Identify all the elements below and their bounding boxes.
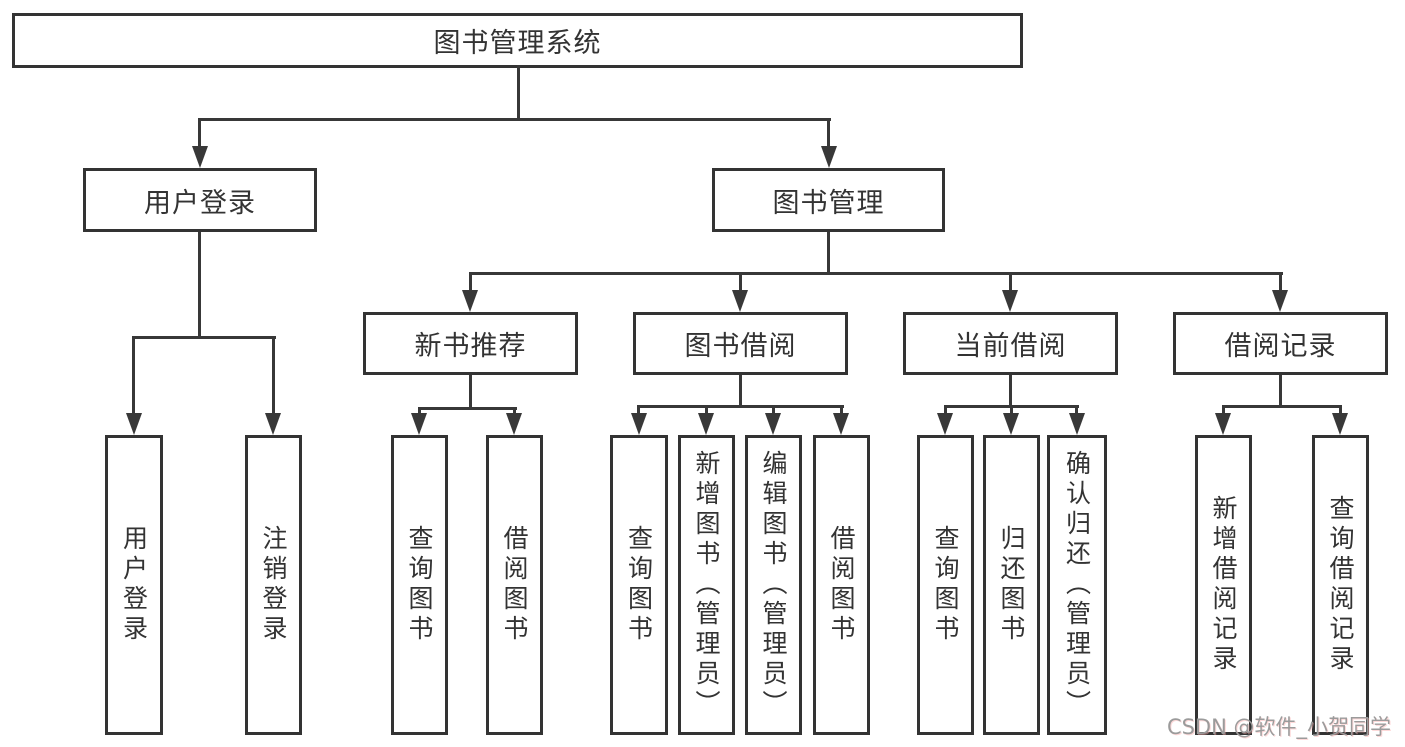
connector-root-stem [517,65,520,121]
node-root: 图书管理系统 [12,13,1023,68]
arrowhead-icon [506,413,522,435]
arrowhead-icon [265,413,281,435]
node-section-current-borrow-label: 当前借阅 [954,331,1067,362]
arrowhead-icon [937,413,953,435]
node-leaf-query-borrow-record: 查询借阅记录 [1312,435,1369,735]
node-leaf-edit-book-admin: 编辑图书（管理员） [745,435,802,735]
node-branch-user-login-label: 用户登录 [144,187,256,219]
connector-userlogin-drop-1 [132,336,135,420]
node-leaf-add-book-admin-label: 新增图书（管理员） [692,450,721,720]
node-leaf-add-borrow-record: 新增借阅记录 [1195,435,1252,735]
connector-userlogin-bar [132,336,276,339]
connector-recommend-stem [469,375,472,410]
arrowhead-icon [698,413,714,435]
node-leaf-query-books-recommend: 查询图书 [391,435,448,735]
connector-bookmgmt-stem [827,232,830,275]
node-section-book-borrow-label: 图书借阅 [684,331,797,362]
arrowhead-icon [732,290,748,312]
node-section-new-book-recommend: 新书推荐 [363,312,578,375]
connector-current-drop-1 [944,405,947,420]
node-branch-user-login: 用户登录 [83,168,317,232]
node-leaf-query-books-borrow-label: 查询图书 [624,525,654,645]
connector-root-drop-left [198,118,201,152]
connector-records-drop-2 [1339,405,1342,420]
connector-bookmgmt-drop-4 [1279,272,1282,295]
node-leaf-borrow-books-label: 借阅图书 [827,525,856,645]
node-leaf-logout: 注销登录 [245,435,302,735]
node-leaf-borrow-books-recommend: 借阅图书 [486,435,543,735]
connector-borrow-stem [739,375,742,408]
node-leaf-confirm-return-admin-label: 确认归还（管理员） [1062,450,1092,720]
arrowhead-icon [411,413,427,435]
node-leaf-logout-label: 注销登录 [259,525,288,645]
arrowhead-icon [1332,413,1348,435]
connector-bookmgmt-drop-3 [1009,272,1012,295]
node-leaf-query-books-borrow: 查询图书 [610,435,668,735]
node-leaf-query-books-current: 查询图书 [917,435,974,735]
node-leaf-user-login-label: 用户登录 [119,525,149,645]
connector-borrow-bar [637,405,844,408]
connector-borrow-drop-3 [772,405,775,420]
arrowhead-icon [833,413,849,435]
node-section-new-book-recommend-label: 新书推荐 [414,331,527,362]
arrowhead-icon [1272,290,1288,312]
connector-borrow-drop-4 [840,405,843,420]
node-leaf-return-book: 归还图书 [983,435,1040,735]
node-leaf-return-book-label: 归还图书 [997,525,1026,645]
arrowhead-icon [765,413,781,435]
node-leaf-query-books-current-label: 查询图书 [931,525,960,645]
node-leaf-query-borrow-record-label: 查询借阅记录 [1326,495,1355,675]
connector-bookmgmt-bar [469,272,1283,275]
node-leaf-edit-book-admin-label: 编辑图书（管理员） [759,450,788,720]
node-branch-book-management: 图书管理 [712,168,945,232]
connector-current-drop-2 [1010,405,1013,420]
connector-records-drop-1 [1222,405,1225,420]
connector-borrow-drop-1 [637,405,640,420]
node-leaf-query-books-recommend-label: 查询图书 [405,525,434,645]
connector-records-bar [1222,405,1342,408]
arrowhead-icon [192,146,208,168]
connector-userlogin-stem [198,232,201,339]
connector-current-stem [1009,375,1012,408]
arrowhead-icon [1002,290,1018,312]
arrowhead-icon [1215,413,1231,435]
node-leaf-user-login: 用户登录 [105,435,163,735]
arrowhead-icon [821,146,837,168]
connector-recommend-bar [418,407,517,410]
node-branch-book-management-label: 图书管理 [772,187,885,219]
arrowhead-icon [1069,413,1085,435]
connector-userlogin-drop-2 [272,336,275,420]
node-section-book-borrow: 图书借阅 [633,312,848,375]
connector-records-stem [1279,375,1282,408]
node-leaf-borrow-books-recommend-label: 借阅图书 [500,525,529,645]
node-root-label: 图书管理系统 [433,28,602,59]
csdn-watermark: CSDN @软件_小贺同学 [1166,715,1391,739]
connector-root-bar [199,118,831,121]
node-section-borrow-records: 借阅记录 [1173,312,1388,375]
node-leaf-add-borrow-record-label: 新增借阅记录 [1209,495,1238,675]
arrowhead-icon [126,413,142,435]
node-leaf-add-book-admin: 新增图书（管理员） [678,435,735,735]
connector-bookmgmt-drop-2 [739,272,742,295]
arrowhead-icon [1003,413,1019,435]
node-leaf-borrow-books: 借阅图书 [813,435,870,735]
arrowhead-icon [462,290,478,312]
node-section-current-borrow: 当前借阅 [903,312,1118,375]
node-leaf-confirm-return-admin: 确认归还（管理员） [1047,435,1107,735]
connector-root-drop-right [827,118,830,152]
connector-current-drop-3 [1075,405,1078,420]
connector-borrow-drop-2 [705,405,708,420]
node-section-borrow-records-label: 借阅记录 [1224,331,1337,362]
connector-bookmgmt-drop-1 [469,272,472,295]
arrowhead-icon [631,413,647,435]
